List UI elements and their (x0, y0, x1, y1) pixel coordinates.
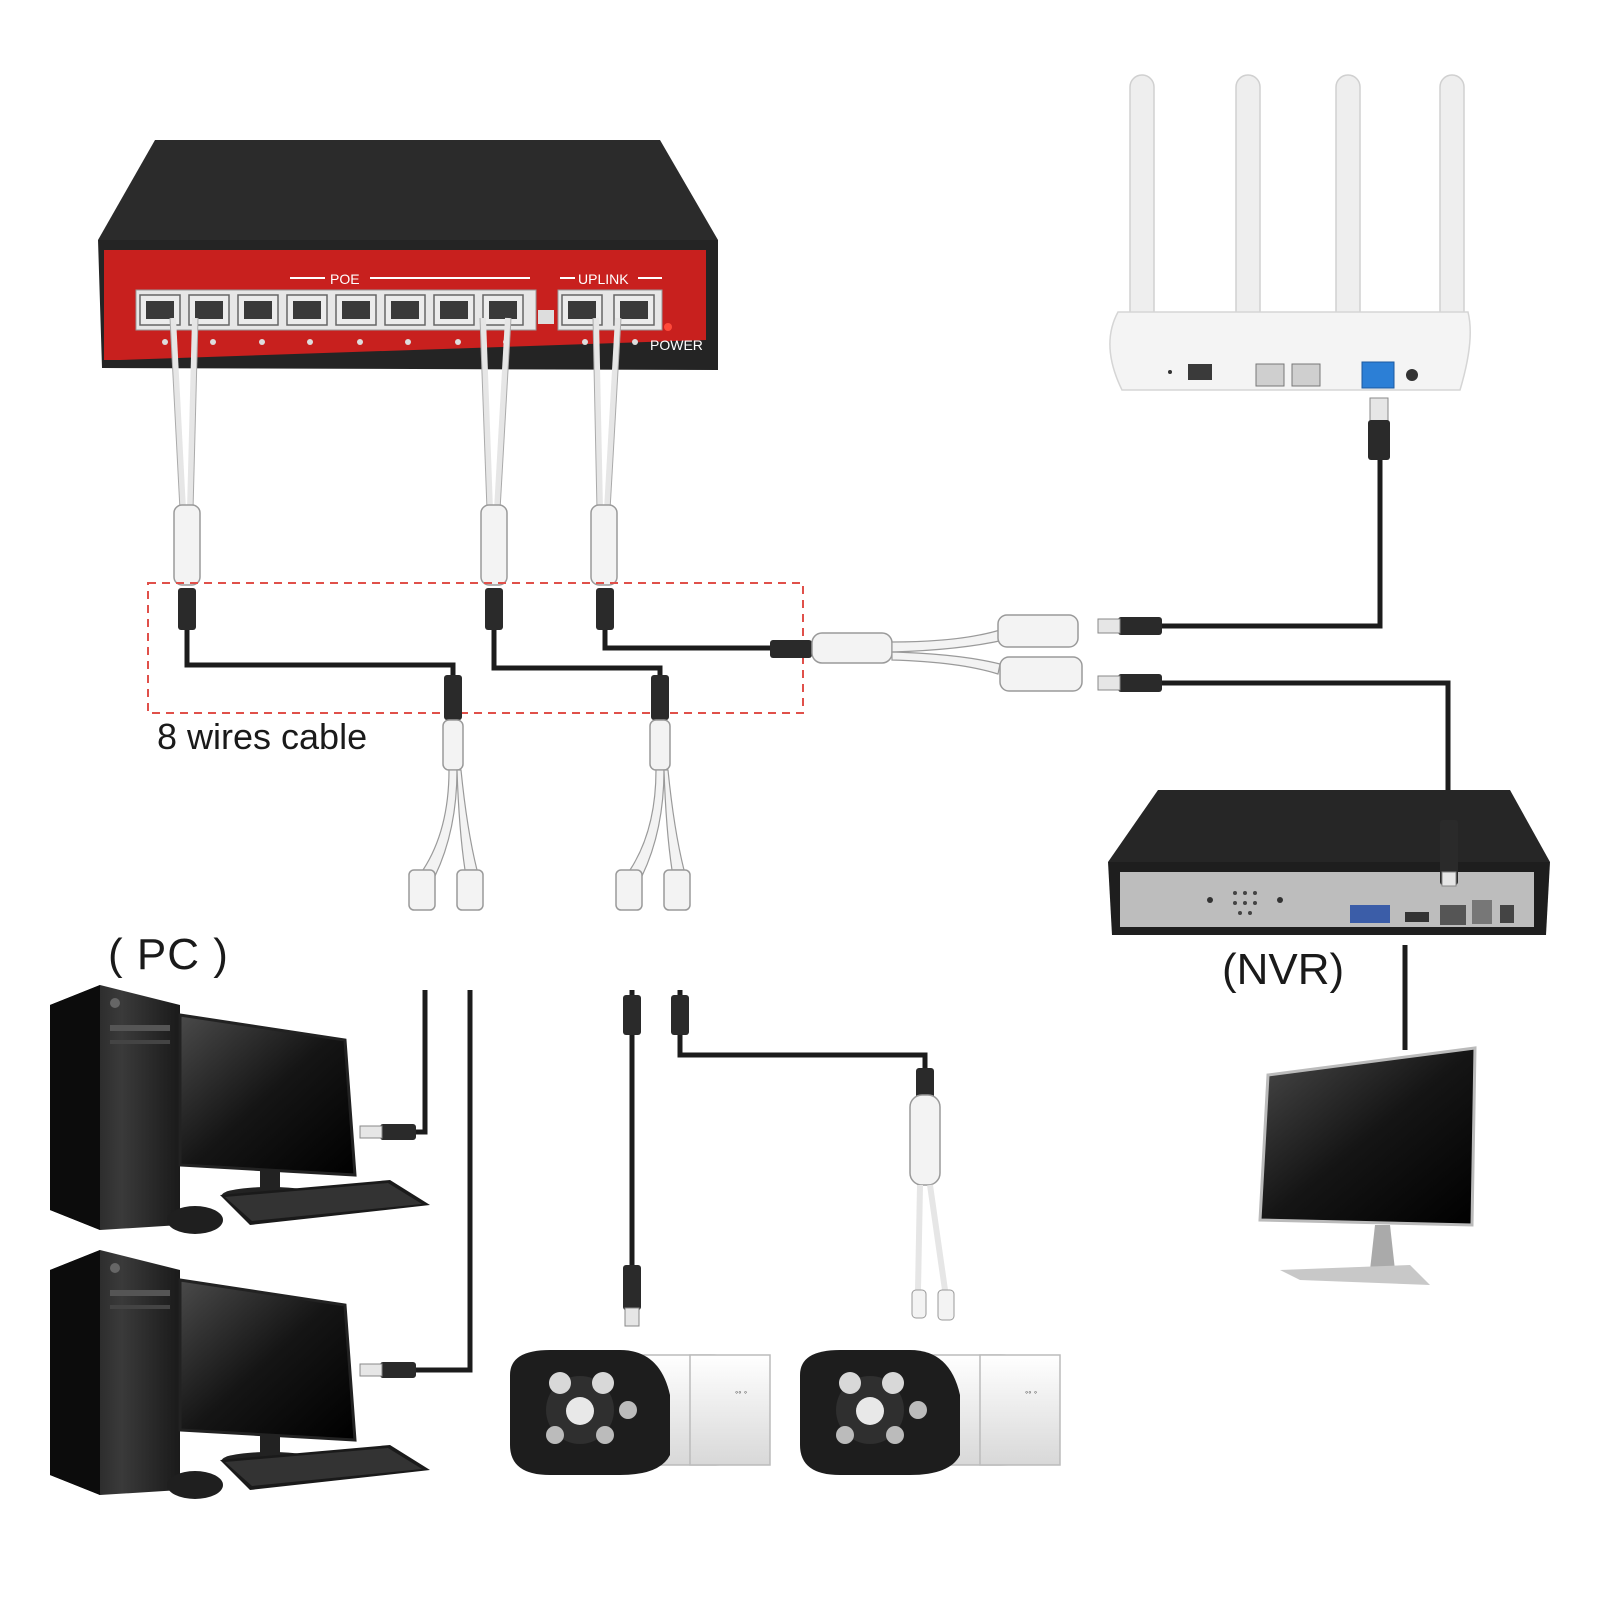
desktop-pc-icon-1 (48, 983, 432, 1236)
pc-cables (410, 990, 473, 1373)
router-wan-port (1361, 361, 1395, 389)
camera-plugs (623, 995, 934, 1327)
rj45-plugs-right (1097, 617, 1162, 692)
poe-splitter-icon (909, 1094, 955, 1321)
nvr-recorder-icon (1108, 790, 1550, 935)
rj45-splitter-icon (173, 504, 618, 586)
poe-switch-icon: POE UPLINK POWER (98, 140, 718, 370)
router-nvr-cables (1162, 440, 1451, 1050)
switch-cables (170, 317, 621, 511)
rj45-splitter-horizontal (770, 614, 1083, 692)
switch-power-label: POWER (650, 337, 703, 353)
monitor-icon (1258, 1046, 1477, 1285)
eight-wire-cables (184, 630, 780, 690)
pc-label: ( PC ) (108, 930, 229, 979)
cable-label: 8 wires cable (157, 716, 368, 757)
rj45-plugs-top (178, 588, 614, 630)
splitter-to-cameras (615, 719, 691, 911)
bullet-camera-icon-1 (509, 1349, 771, 1476)
splitter-to-pcs (408, 719, 484, 911)
wifi-router-icon (1109, 74, 1471, 460)
bullet-camera-icon-2 (799, 1349, 1061, 1476)
pc-plugs (359, 1124, 416, 1378)
switch-poe-label: POE (330, 271, 360, 287)
nvr-label: (NVR) (1222, 945, 1345, 994)
switch-uplink-label: UPLINK (578, 271, 629, 287)
